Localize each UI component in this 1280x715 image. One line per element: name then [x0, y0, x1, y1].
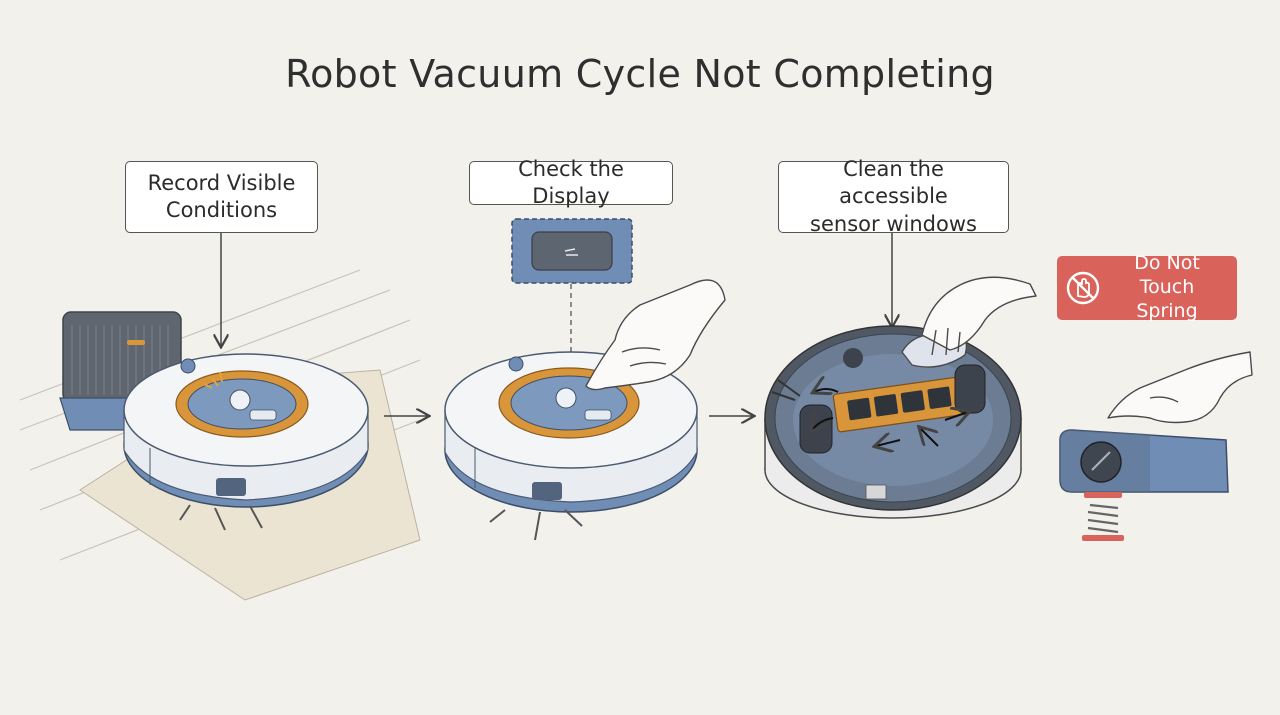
robot-vacuum-underside — [764, 325, 1022, 519]
no-touch-hand-icon — [1066, 271, 1100, 305]
bumper-component — [1059, 429, 1229, 493]
scene-check-display — [444, 218, 726, 541]
pointing-hand-4 — [1107, 351, 1253, 424]
pointing-hand-2 — [585, 279, 726, 391]
step-label-text: Clean the accessible sensor windows — [810, 157, 977, 236]
warning-badge: Do Not Touch Spring — [1057, 252, 1237, 322]
cleaning-hand-with-cloth — [901, 276, 1037, 368]
step-label-text: Check the Display — [518, 156, 624, 208]
robot-vacuum-1 — [123, 353, 369, 531]
warning-text: Do Not Touch Spring — [1134, 252, 1200, 322]
step-label-check-display: Check the Display — [469, 157, 673, 208]
scene-record-conditions — [19, 233, 421, 601]
display-zoom-callout — [511, 218, 633, 284]
step-label-clean-sensors: Clean the accessible sensor windows — [778, 157, 1009, 236]
step-label-text: Record Visible Conditions — [147, 170, 296, 222]
step-label-record-conditions: Record Visible Conditions — [125, 161, 318, 233]
spring-icon — [1082, 492, 1124, 541]
diagram-title: Robot Vacuum Cycle Not Completing — [285, 52, 995, 96]
robot-vacuum-2 — [444, 351, 698, 541]
scene-do-not-touch-spring — [1059, 351, 1253, 541]
scene-clean-sensors — [764, 233, 1037, 519]
